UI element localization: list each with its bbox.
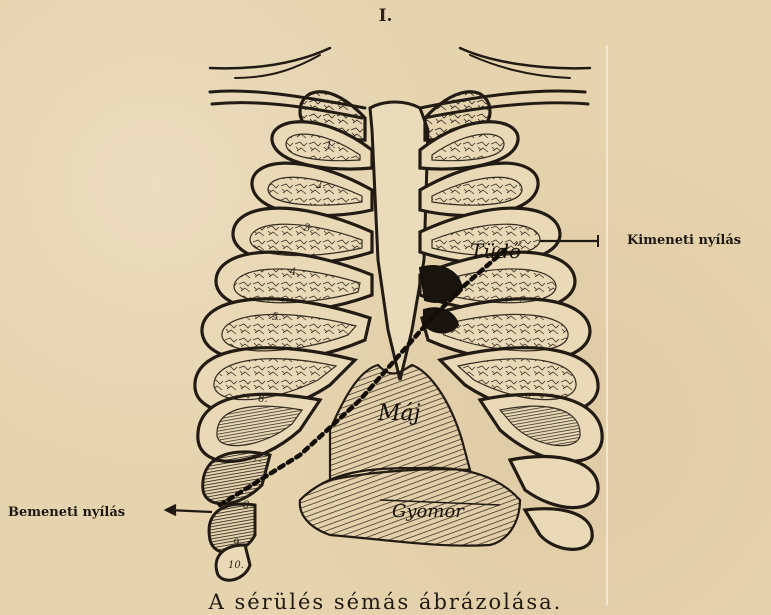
rib-number-1: 1. (326, 140, 336, 151)
stomach-label: Gyomor (392, 501, 465, 522)
liver-label: Máj (377, 401, 421, 426)
exit-wound-label: Kimeneti nyílás (627, 233, 741, 248)
rib-right-10 (525, 509, 592, 550)
rib-number-8: 8. (243, 500, 253, 511)
rib-number-7: 7. (252, 454, 262, 465)
rib-number-4: 4. (289, 267, 300, 278)
rib-number-2: 2. (315, 180, 326, 191)
rib-number-5: 5. (272, 312, 282, 323)
figure-caption: A sérülés sémás ábrázolása. (0, 590, 771, 614)
rib-number-3: 3. (304, 223, 314, 234)
rib-number-6: 6. (258, 394, 268, 405)
rib-right-9 (510, 457, 598, 508)
lung-label: Tüdő (470, 239, 522, 263)
entry-wound-label: Bemeneti nyílás (8, 505, 125, 520)
rib-number-10: 10. (228, 560, 244, 571)
rib-number-9: 9. (233, 538, 243, 549)
